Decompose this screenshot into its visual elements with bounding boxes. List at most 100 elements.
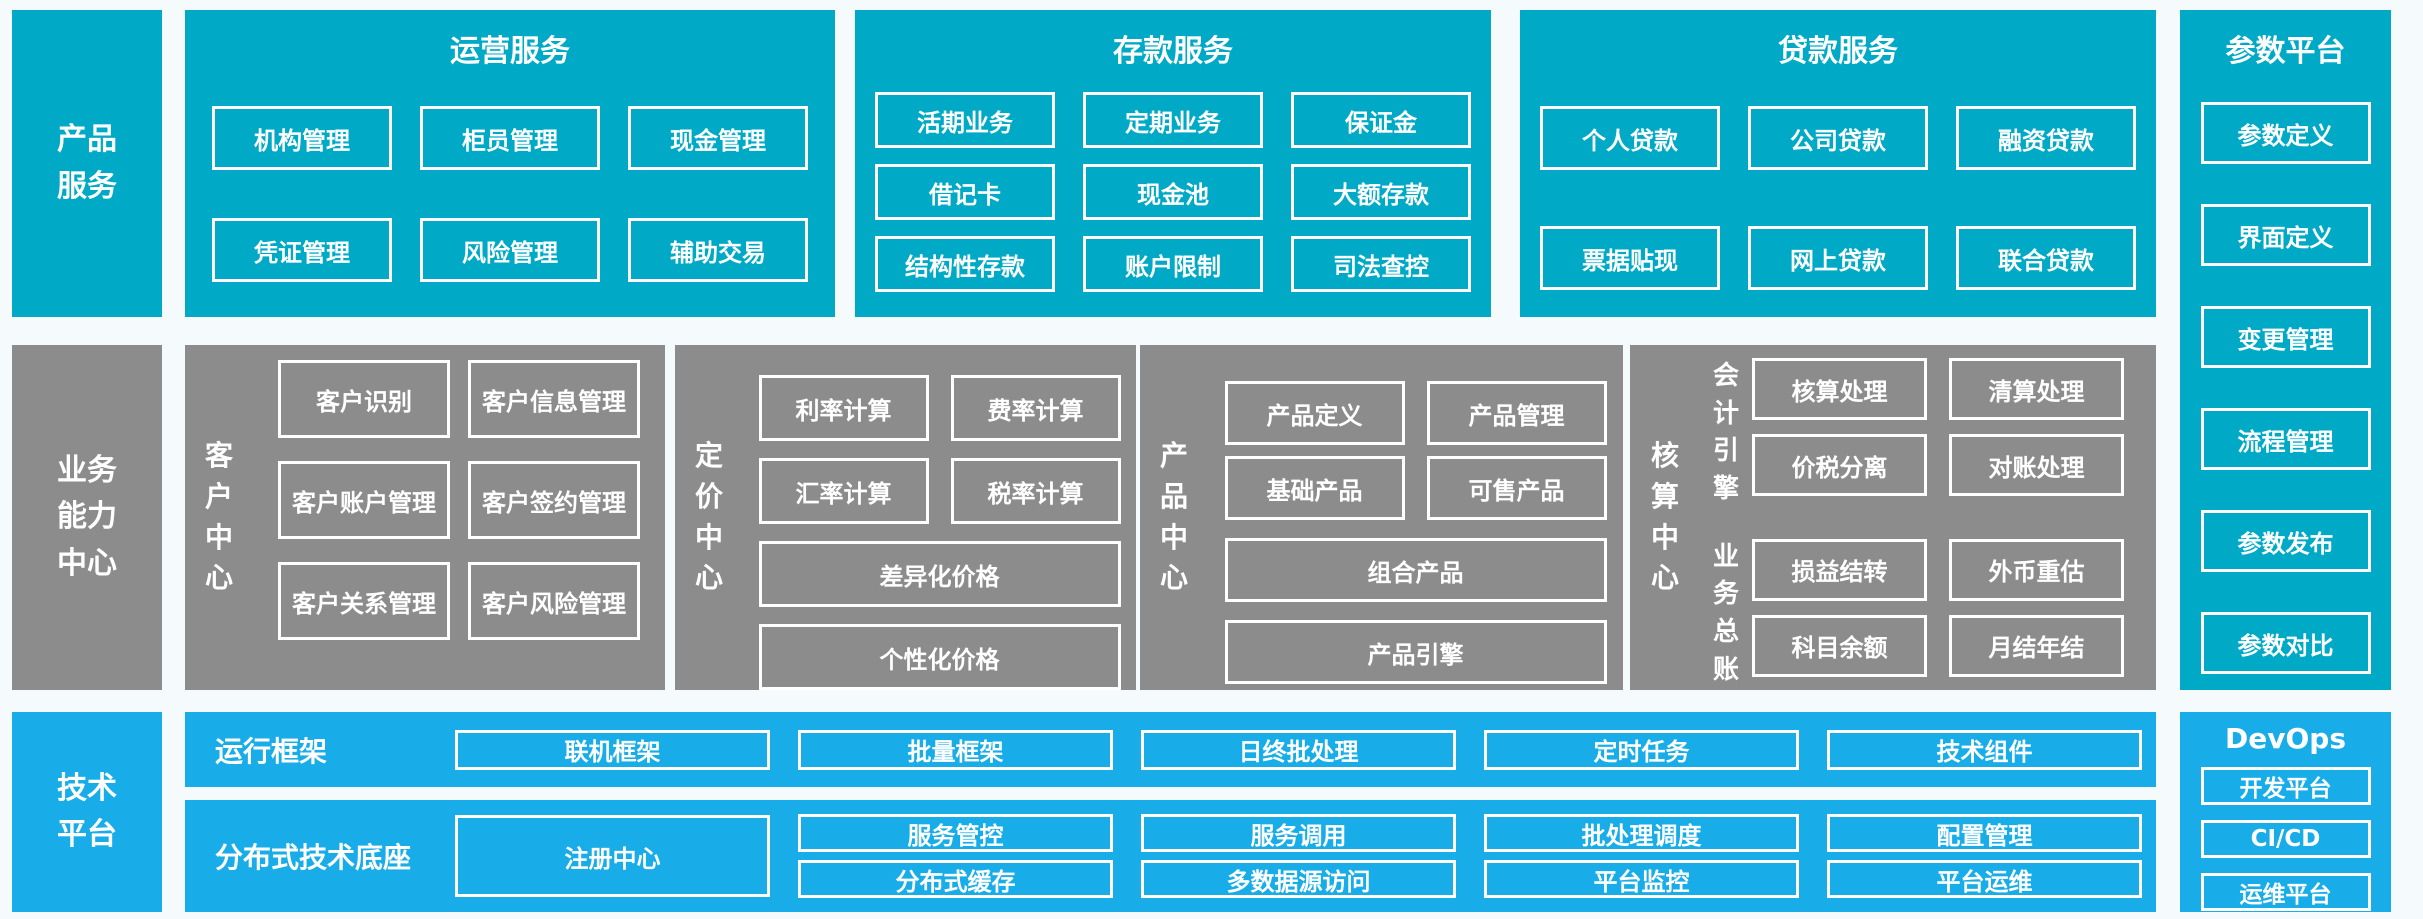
panel-operations-services: 运营服务 机构管理 柜员管理 现金管理 凭证管理 风险管理 辅助交易 — [185, 10, 835, 317]
pricing-row-2: 汇率计算 税率计算 — [758, 458, 1121, 524]
box-customer-identification: 客户识别 — [278, 360, 450, 438]
box-auxiliary-transaction: 辅助交易 — [628, 218, 808, 282]
box-parameter-definition: 参数定义 — [2200, 102, 2371, 164]
accounting-engine-label-text: 会计引擎 — [1712, 361, 1739, 505]
row-label-business-capability-center: 业务能力中心 — [12, 345, 162, 690]
box-product-definition: 产品定义 — [1224, 381, 1405, 445]
box-bill-discount: 票据贴现 — [1540, 226, 1720, 290]
operations-row-1: 机构管理 柜员管理 现金管理 — [185, 106, 835, 170]
panel-accounting-center: 核算中心 会计引擎 核算处理 清算处理 价税分离 对账处理 — [1630, 345, 2156, 690]
product-center-label-text: 产品中心 — [1159, 439, 1188, 595]
box-config-management: 配置管理 — [1827, 814, 2142, 852]
accounting-engine-row-1: 核算处理 清算处理 — [1752, 358, 2124, 420]
box-month-year-end: 月结年结 — [1949, 614, 2124, 677]
box-subject-balance: 科目余额 — [1752, 614, 1927, 677]
box-service-governance: 服务管控 — [798, 814, 1113, 852]
box-pnl-carryover: 损益结转 — [1752, 538, 1927, 601]
customer-center-content: 客户识别 客户信息管理 客户账户管理 客户签约管理 客户关系管理 客户风险管理 — [253, 345, 665, 690]
box-tax-rate-calc: 税率计算 — [950, 458, 1121, 524]
box-change-management: 变更管理 — [2200, 306, 2371, 368]
panel-parameter-platform: 参数平台 参数定义 界面定义 变更管理 流程管理 参数发布 参数对比 — [2180, 10, 2391, 690]
box-sellable-product: 可售产品 — [1426, 456, 1607, 520]
row-label-product-services: 产品服务 — [12, 10, 162, 317]
box-dev-platform: 开发平台 — [2200, 767, 2371, 805]
row-label-technology-platform: 技术平台 — [12, 712, 162, 912]
business-ledger-row-1: 损益结转 外币重估 — [1752, 538, 2124, 601]
box-joint-loan: 联合贷款 — [1956, 226, 2136, 290]
distributed-base-row-2: 分布式缓存 多数据源访问 平台监控 平台运维 — [798, 860, 2142, 898]
box-online-framework: 联机框架 — [455, 729, 770, 770]
box-clearing-processing: 清算处理 — [1949, 358, 2124, 420]
pricing-row-1: 利率计算 费率计算 — [758, 375, 1121, 441]
panel-pricing-center: 定价中心 利率计算 费率计算 汇率计算 税率计算 差异化价格 个性化价格 — [675, 345, 1136, 690]
customer-row-1: 客户识别 客户信息管理 — [278, 360, 640, 438]
box-accounting-processing: 核算处理 — [1752, 358, 1927, 420]
pricing-center-label: 定价中心 — [675, 345, 743, 690]
panel-devops: DevOps 开发平台 CI/CD 运维平台 — [2180, 712, 2391, 912]
panel-customer-center: 客户中心 客户识别 客户信息管理 客户账户管理 客户签约管理 客户关系管理 客户… — [185, 345, 665, 690]
band-distributed-base: 分布式技术底座 注册中心 服务管控 服务调用 批处理调度 配置管理 分布式缓存 … — [185, 800, 2156, 912]
box-structured-deposit: 结构性存款 — [875, 236, 1055, 292]
business-ledger-group: 业务总账 损益结转 外币重估 科目余额 月结年结 — [1700, 538, 2156, 690]
box-ops-platform: 运维平台 — [2200, 873, 2371, 911]
business-ledger-grid: 损益结转 外币重估 科目余额 月结年结 — [1752, 538, 2124, 690]
box-judicial-control: 司法查控 — [1291, 236, 1471, 292]
panel-loan-services: 贷款服务 个人贷款 公司贷款 融资贷款 票据贴现 网上贷款 联合贷款 — [1520, 10, 2156, 317]
box-large-deposit: 大额存款 — [1291, 164, 1471, 220]
business-ledger-label: 业务总账 — [1700, 539, 1752, 690]
box-parameter-release: 参数发布 — [2200, 510, 2371, 572]
box-cicd: CI/CD — [2200, 820, 2371, 858]
box-institution-management: 机构管理 — [212, 106, 392, 170]
product-center-content: 产品定义 产品管理 基础产品 可售产品 组合产品 产品引擎 — [1208, 345, 1623, 690]
distributed-base-label: 分布式技术底座 — [215, 841, 412, 874]
box-scheduled-task: 定时任务 — [1484, 729, 1799, 770]
accounting-engine-row-2: 价税分离 对账处理 — [1752, 434, 2124, 496]
accounting-center-label-text: 核算中心 — [1650, 439, 1679, 595]
box-customer-account-management: 客户账户管理 — [278, 461, 450, 539]
customer-row-3: 客户关系管理 客户风险管理 — [278, 562, 640, 640]
deposit-row-1: 活期业务 定期业务 保证金 — [855, 92, 1491, 148]
pricing-center-content: 利率计算 费率计算 汇率计算 税率计算 差异化价格 个性化价格 — [743, 345, 1136, 690]
box-time-deposit: 定期业务 — [1083, 92, 1263, 148]
box-reconciliation-processing: 对账处理 — [1949, 434, 2124, 496]
band-runtime-framework: 运行框架 联机框架 批量框架 日终批处理 定时任务 技术组件 — [185, 712, 2156, 787]
customer-center-label-text: 客户中心 — [204, 439, 233, 595]
box-fee-rate-calc: 费率计算 — [950, 375, 1121, 441]
box-product-engine: 产品引擎 — [1224, 620, 1607, 684]
box-corporate-loan: 公司贷款 — [1748, 106, 1928, 170]
deposit-services-title: 存款服务 — [1113, 34, 1233, 69]
devops-boxes: 开发平台 CI/CD 运维平台 — [2200, 767, 2371, 911]
box-account-restriction: 账户限制 — [1083, 236, 1263, 292]
row-label-business-capability-center-text: 业务能力中心 — [57, 452, 117, 581]
box-financing-loan: 融资贷款 — [1956, 106, 2136, 170]
pricing-center-label-text: 定价中心 — [694, 439, 723, 595]
box-cash-management: 现金管理 — [628, 106, 808, 170]
business-ledger-row-2: 科目余额 月结年结 — [1752, 614, 2124, 677]
business-ledger-label-text: 业务总账 — [1712, 541, 1739, 685]
deposit-row-3: 结构性存款 账户限制 司法查控 — [855, 236, 1491, 292]
row-label-product-services-text: 产品服务 — [57, 122, 117, 204]
box-platform-operation: 平台运维 — [1827, 860, 2142, 898]
box-personal-loan: 个人贷款 — [1540, 106, 1720, 170]
panel-deposit-services: 存款服务 活期业务 定期业务 保证金 借记卡 现金池 大额存款 结构性存款 账户… — [855, 10, 1491, 317]
accounting-center-label: 核算中心 — [1630, 345, 1700, 690]
box-customer-relationship-management: 客户关系管理 — [278, 562, 450, 640]
runtime-framework-boxes: 联机框架 批量框架 日终批处理 定时任务 技术组件 — [455, 729, 2142, 770]
accounting-engine-label: 会计引擎 — [1700, 358, 1752, 509]
box-basic-product: 基础产品 — [1224, 456, 1405, 520]
accounting-center-groups: 会计引擎 核算处理 清算处理 价税分离 对账处理 业务总账 — [1700, 345, 2156, 690]
box-composite-product: 组合产品 — [1224, 538, 1607, 602]
box-online-loan: 网上贷款 — [1748, 226, 1928, 290]
product-row-2: 基础产品 可售产品 — [1224, 456, 1607, 520]
box-tech-component: 技术组件 — [1827, 729, 2142, 770]
loan-row-2: 票据贴现 网上贷款 联合贷款 — [1520, 226, 2156, 290]
box-differentiated-pricing: 差异化价格 — [758, 541, 1121, 607]
box-price-tax-separation: 价税分离 — [1752, 434, 1927, 496]
box-margin-deposit: 保证金 — [1291, 92, 1471, 148]
customer-center-label: 客户中心 — [185, 345, 253, 690]
box-batch-scheduling: 批处理调度 — [1484, 814, 1799, 852]
loan-row-1: 个人贷款 公司贷款 融资贷款 — [1520, 106, 2156, 170]
deposit-row-2: 借记卡 现金池 大额存款 — [855, 164, 1491, 220]
devops-title: DevOps — [2225, 722, 2346, 755]
